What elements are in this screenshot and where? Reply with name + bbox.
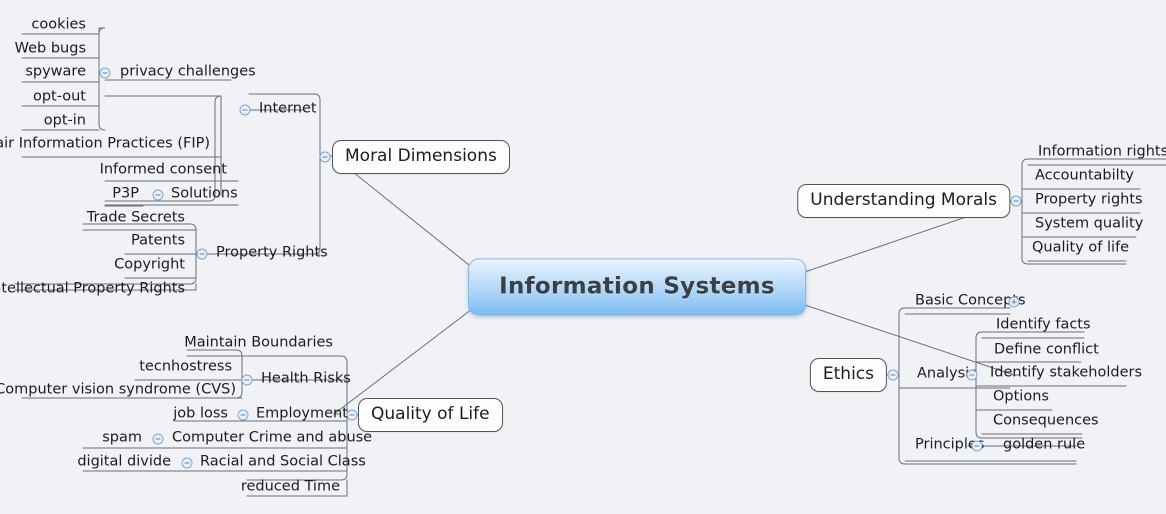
node-fair-information-practices[interactable]: Fair Information Practices (FIP): [0, 135, 210, 152]
minus-circle-icon-solutions[interactable]: [152, 189, 164, 201]
minus-circle-icon-computer-crime[interactable]: [152, 433, 164, 445]
node-quality-of-life-leaf[interactable]: Quality of life: [1032, 239, 1130, 256]
branch-node-understanding-morals[interactable]: Understanding Morals: [797, 184, 1010, 218]
minus-circle-icon-analysis[interactable]: [966, 369, 978, 381]
node-reduced-time[interactable]: reduced Time: [240, 478, 340, 495]
minus-circle-icon-moral-dimensions[interactable]: [319, 151, 331, 163]
minus-circle-icon-internet[interactable]: [239, 104, 251, 116]
node-system-quality[interactable]: System quality: [1035, 215, 1144, 232]
node-golden-rule[interactable]: golden rule: [1003, 436, 1086, 453]
branch-node-moral-dimensions[interactable]: Moral Dimensions: [332, 140, 510, 174]
minus-circle-icon-employment[interactable]: [237, 409, 249, 421]
node-computer-crime-and-abuse[interactable]: Computer Crime and abuse: [172, 429, 373, 446]
node-privacy-challenges[interactable]: privacy challenges: [120, 63, 256, 80]
node-trade-secrets[interactable]: Trade Secrets: [86, 209, 185, 226]
branch-node-ethics[interactable]: Ethics: [809, 358, 887, 392]
node-spam[interactable]: spam: [102, 429, 142, 446]
node-computer-vision-syndrome[interactable]: Computer vision syndrome (CVS): [0, 381, 236, 398]
node-copyright[interactable]: Copyright: [114, 256, 185, 273]
node-information-rights[interactable]: Information rights: [1038, 143, 1166, 160]
minus-circle-icon-ethics[interactable]: [887, 369, 899, 381]
node-p3p[interactable]: P3P: [112, 185, 139, 202]
node-racial-and-social-class[interactable]: Racial and Social Class: [200, 453, 366, 470]
node-informed-consent[interactable]: Informed consent: [99, 161, 227, 178]
node-property-rights[interactable]: Property Rights: [216, 244, 328, 261]
minus-circle-icon-privacy-challenges[interactable]: [99, 67, 111, 79]
node-principles[interactable]: Principles: [915, 436, 985, 453]
minus-circle-icon-understanding-morals[interactable]: [1010, 195, 1022, 207]
branch-node-quality-of-life[interactable]: Quality of Life: [358, 398, 503, 432]
node-identify-facts[interactable]: Identify facts: [996, 316, 1091, 333]
node-solutions[interactable]: Solutions: [171, 185, 238, 202]
node-spyware[interactable]: spyware: [25, 63, 86, 80]
node-consequences[interactable]: Consequences: [993, 412, 1099, 429]
node-accountabilty[interactable]: Accountabilty: [1035, 167, 1134, 184]
node-web-bugs[interactable]: Web bugs: [14, 40, 86, 57]
minus-circle-icon-racial-social-class[interactable]: [181, 457, 193, 469]
node-patents[interactable]: Patents: [130, 232, 185, 249]
node-opt-in[interactable]: opt-in: [43, 112, 86, 129]
minus-circle-icon-principles[interactable]: [971, 440, 983, 452]
node-internet[interactable]: Internet: [259, 100, 317, 117]
node-tecnhostress[interactable]: tecnhostress: [139, 358, 232, 375]
node-maintain-boundaries[interactable]: Maintain Boundaries: [184, 334, 333, 351]
node-cookies[interactable]: cookies: [31, 16, 86, 33]
node-identify-stakeholders[interactable]: Identify stakeholders: [990, 364, 1143, 381]
node-digital-divide[interactable]: digital divide: [77, 453, 171, 470]
node-basic-concepts[interactable]: Basic Concepts: [915, 292, 1026, 309]
root-node[interactable]: Information Systems: [468, 258, 806, 316]
minus-circle-icon-property-rights[interactable]: [196, 248, 208, 260]
minus-circle-icon-quality-of-life[interactable]: [346, 409, 358, 421]
node-employment[interactable]: Employment: [256, 405, 348, 422]
plus-circle-icon-basic-concepts[interactable]: [1008, 296, 1020, 308]
minus-circle-icon-health-risks[interactable]: [241, 374, 253, 386]
node-property-rights-right[interactable]: Property rights: [1035, 191, 1143, 208]
node-define-conflict[interactable]: Define conflict: [994, 341, 1099, 358]
node-options[interactable]: Options: [993, 388, 1049, 405]
node-health-risks[interactable]: Health Risks: [261, 370, 351, 387]
node-intellectual-property-rights[interactable]: Intellectual Property Rights: [0, 280, 185, 297]
node-opt-out[interactable]: opt-out: [32, 88, 86, 105]
node-job-loss[interactable]: job loss: [173, 405, 228, 422]
node-analysis[interactable]: Analysis: [917, 365, 977, 382]
